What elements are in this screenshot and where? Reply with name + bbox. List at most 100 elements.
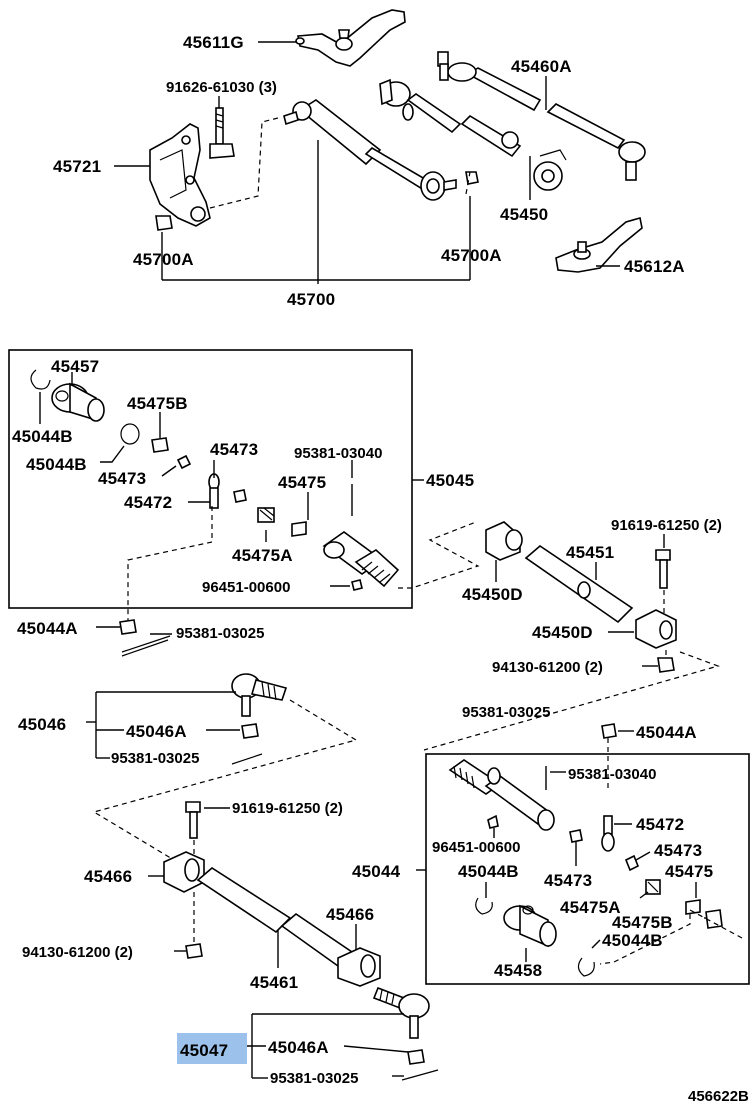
plug-45475-b bbox=[685, 899, 701, 915]
spring-45475A-a bbox=[257, 507, 275, 523]
ring-45044B-b bbox=[120, 423, 140, 445]
label-45045: 45045 bbox=[426, 471, 474, 490]
labels: 45611G 91626-61030 (3) 45721 45460A 4545… bbox=[12, 33, 749, 1105]
tie-rod-end-45046 bbox=[231, 673, 288, 717]
tube-45044 bbox=[448, 759, 555, 831]
label-45450: 45450 bbox=[500, 205, 548, 224]
tie-rod-end-45047 bbox=[372, 986, 430, 1039]
socket-45458 bbox=[503, 904, 557, 948]
nut-45046A-b bbox=[407, 1049, 425, 1065]
label-45044B-a: 45044B bbox=[12, 427, 73, 446]
seat-45473-b bbox=[233, 489, 247, 503]
label-45473-c: 45473 bbox=[544, 871, 592, 890]
label-45473-b: 45473 bbox=[210, 440, 258, 459]
label-96451-a: 96451-00600 bbox=[202, 579, 290, 596]
label-45458: 45458 bbox=[494, 961, 542, 980]
nut-45046A-a bbox=[241, 723, 259, 739]
label-45700: 45700 bbox=[287, 290, 335, 309]
bracket-45721 bbox=[149, 123, 211, 227]
label-45046A-a: 45046A bbox=[126, 722, 187, 741]
box-45044 bbox=[425, 753, 750, 985]
grease-fitting-96451-a bbox=[351, 579, 363, 591]
label-95381-03040-b: 95381-03040 bbox=[568, 766, 656, 783]
clip-45044B-d bbox=[577, 957, 595, 977]
clip-45044B-c bbox=[475, 897, 493, 915]
label-91619-b: 91619-61250 (2) bbox=[232, 800, 343, 817]
label-45044B-b: 45044B bbox=[26, 455, 87, 474]
bolt-91619-b bbox=[185, 801, 201, 839]
label-45044: 45044 bbox=[352, 862, 401, 881]
label-91626: 91626-61030 (3) bbox=[166, 79, 277, 96]
tube-45045 bbox=[322, 531, 400, 588]
label-45475A-a: 45475A bbox=[232, 546, 293, 565]
clamp-45466-a bbox=[163, 851, 205, 893]
box-45045 bbox=[8, 349, 413, 609]
bolt-91619-a bbox=[655, 549, 671, 589]
label-45046: 45046 bbox=[18, 715, 66, 734]
cap-45475B bbox=[151, 437, 169, 453]
label-45046A-b: 45046A bbox=[268, 1038, 329, 1057]
label-45466-b: 45466 bbox=[326, 905, 374, 924]
clamp-45450D-upper bbox=[485, 521, 523, 582]
nut-45044A-a bbox=[119, 619, 137, 635]
seat-45473-c bbox=[569, 829, 583, 843]
label-45611G: 45611G bbox=[183, 33, 244, 52]
label-45721: 45721 bbox=[53, 157, 101, 176]
seat-45473-a bbox=[176, 454, 192, 470]
cotter-pin-95381-03025-b bbox=[231, 753, 263, 765]
label-45460A: 45460A bbox=[511, 57, 572, 76]
label-45475A-b: 45475A bbox=[560, 898, 621, 917]
label-45700A-right: 45700A bbox=[441, 246, 502, 265]
tube-45451 bbox=[524, 544, 634, 624]
pitman-arm-45611G bbox=[295, 9, 406, 67]
label-45044A-b: 45044A bbox=[636, 723, 697, 742]
label-96451-b: 96451-00600 bbox=[432, 839, 520, 856]
clip-45044B-a bbox=[30, 369, 51, 390]
nut-94130-a bbox=[657, 657, 675, 673]
label-45457: 45457 bbox=[51, 357, 99, 376]
label-94130-b: 94130-61200 (2) bbox=[22, 944, 133, 961]
label-94130-a: 94130-61200 (2) bbox=[492, 659, 603, 676]
ball-stud-45472-b bbox=[601, 815, 615, 852]
label-45451: 45451 bbox=[566, 543, 614, 562]
label-45612A: 45612A bbox=[624, 257, 685, 276]
box-45044-parts bbox=[448, 759, 743, 977]
label-95381-03025-b: 95381-03025 bbox=[111, 750, 199, 767]
relay-rod-45460A bbox=[437, 51, 646, 181]
label-45472-a: 45472 bbox=[124, 493, 172, 512]
label-95381-03025-d: 95381-03025 bbox=[270, 1070, 358, 1087]
nut-45044A-b bbox=[601, 723, 617, 739]
label-45475-b: 45475 bbox=[665, 862, 713, 881]
label-45450D-b: 45450D bbox=[532, 623, 593, 642]
label-95381-03025-c: 95381-03025 bbox=[462, 704, 550, 721]
grease-fitting-96451-b bbox=[487, 814, 499, 829]
nut-94130-b bbox=[185, 943, 203, 959]
label-45047: 45047 bbox=[180, 1041, 228, 1060]
label-45044B-c: 45044B bbox=[458, 862, 519, 881]
label-95381-03040-a: 95381-03040 bbox=[294, 445, 382, 462]
label-45475B-a: 45475B bbox=[127, 394, 188, 413]
label-45473-a: 45473 bbox=[98, 469, 146, 488]
label-45461: 45461 bbox=[250, 973, 298, 992]
socket-45457 bbox=[51, 382, 105, 422]
cotter-pin-95381-03025-a bbox=[121, 635, 171, 657]
label-456622B: 456622B bbox=[688, 1088, 749, 1105]
plug-45475-a bbox=[291, 521, 307, 537]
tie-rod-45450 bbox=[379, 78, 567, 191]
damper-45700 bbox=[283, 99, 457, 201]
label-45472-b: 45472 bbox=[636, 815, 684, 834]
spring-45475A-b bbox=[645, 879, 661, 895]
cap-45475B-b bbox=[705, 909, 723, 929]
bolt-91626 bbox=[209, 107, 235, 159]
label-45044A-a: 45044A bbox=[17, 619, 78, 638]
ball-stud-45472-a bbox=[208, 473, 220, 509]
label-45473-d: 45473 bbox=[654, 841, 702, 860]
box-45045-parts bbox=[30, 369, 480, 622]
label-45466-a: 45466 bbox=[84, 867, 132, 886]
label-91619-a: 91619-61250 (2) bbox=[611, 517, 722, 534]
seat-45473-d bbox=[624, 854, 640, 872]
label-45450D-a: 45450D bbox=[462, 585, 523, 604]
cotter-pin-95381-03025-d bbox=[401, 1069, 439, 1081]
nut-45700A-left bbox=[155, 215, 173, 231]
